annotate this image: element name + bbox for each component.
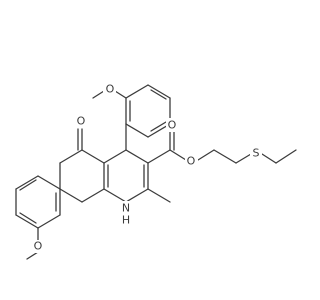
atom-o-ester-alkoxy: O [187, 155, 196, 168]
atom-o-top-methoxy: O [106, 83, 115, 96]
atom-o-left-methoxy: O [34, 240, 43, 253]
atom-n-ring: N [122, 202, 130, 215]
molecule-structure: O O O O S N H O [15, 82, 297, 260]
atom-o-ketone: O [77, 115, 86, 128]
atom-h-ring: H [122, 214, 130, 227]
atom-labels: O O O O S N H O [32, 82, 262, 253]
atom-s-thioether: S [253, 147, 260, 160]
bond-lines [15, 84, 297, 260]
atom-o-ester-carbonyl: O [168, 119, 177, 132]
